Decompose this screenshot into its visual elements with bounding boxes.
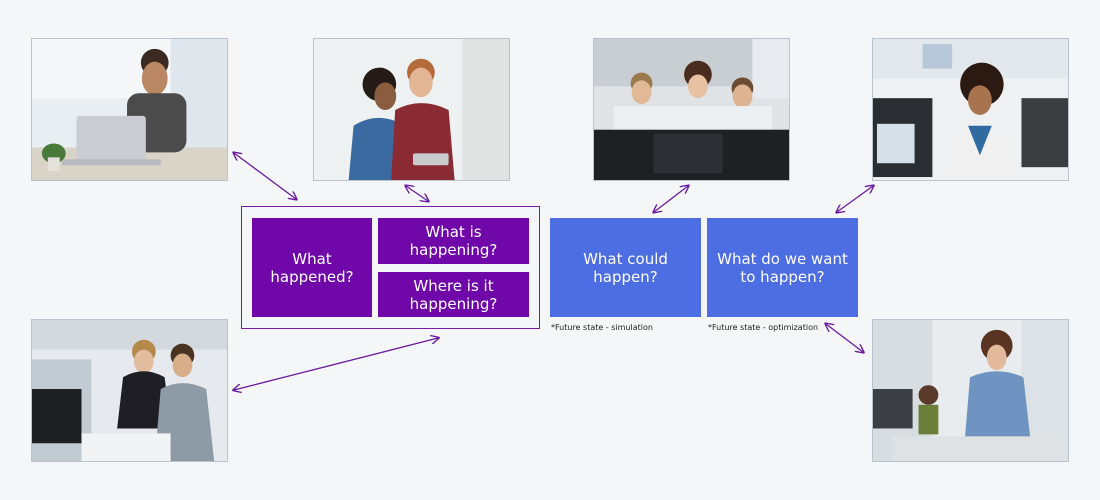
photo-two-colleagues-tablet [313,38,510,181]
photo-woman-at-desk [872,38,1069,181]
arrow-topleft-photo-to-frame [234,153,296,199]
note-simulation: *Future state - simulation [551,323,653,332]
photo-woman-on-phone-standing [872,319,1069,462]
box-where-is-it-happening-label: Where is it happening? [409,276,498,313]
box-what-is-happening-label: What is happening? [409,223,498,259]
box-what-could-happen: What could happen? [550,218,701,317]
box-what-happened: What happened? [252,218,372,317]
photo-two-workers-computers [31,319,228,462]
photo-man-on-phone-laptop [31,38,228,181]
arrow-colleagues-photo-to-frame [406,186,428,201]
box-where-is-it-happening: Where is it happening? [378,272,529,317]
box-what-do-we-want-label: What do we want to happen? [717,249,848,286]
box-what-do-we-want-to-happen: What do we want to happen? [707,218,858,317]
note-optimization: *Future state - optimization [708,323,819,332]
arrow-team-photo-to-could-happen [654,186,688,212]
arrow-woman-desk-photo-to-want [837,186,873,212]
box-what-could-happen-label: What could happen? [583,249,668,286]
box-what-is-happening: What is happening? [378,218,529,264]
descriptive-analytics-frame [241,206,540,329]
photo-team-at-monitors [593,38,790,181]
box-what-happened-label: What happened? [270,249,354,286]
arrow-bottomleft-photo-to-frame [234,338,438,390]
arrow-want-to-woman-phone-photo [826,324,863,352]
